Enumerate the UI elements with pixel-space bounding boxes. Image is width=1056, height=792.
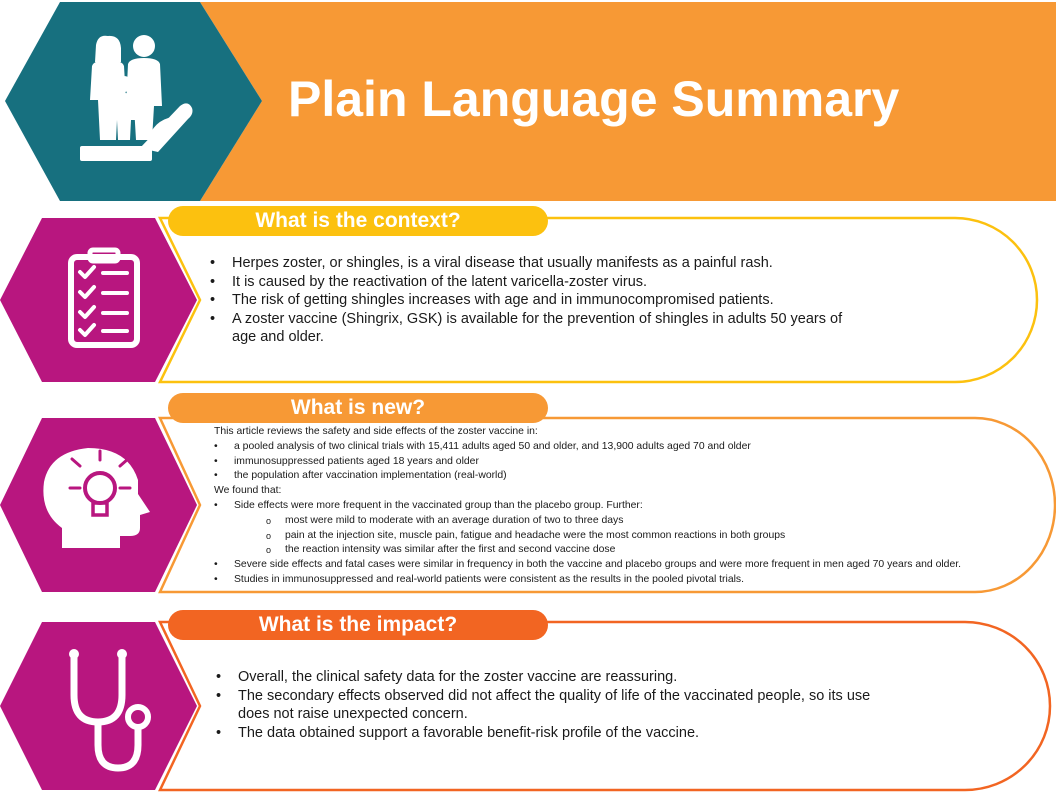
list-item: The risk of getting shingles increases w…: [210, 291, 870, 310]
list-item: most were mild to moderate with an avera…: [214, 514, 1044, 529]
sub-findings-list: most were mild to moderate with an avera…: [214, 514, 1044, 558]
context-list: Herpes zoster, or shingles, is a viral d…: [210, 254, 870, 347]
new-heading: What is new?: [168, 393, 548, 423]
stethoscope-icon: [69, 649, 151, 772]
list-item: The secondary effects observed did not a…: [216, 687, 881, 724]
list-item: Herpes zoster, or shingles, is a viral d…: [210, 254, 870, 273]
list-item: Severe side effects and fatal cases were…: [214, 558, 1044, 573]
list-item: immunosuppressed patients aged 18 years …: [214, 455, 1044, 470]
list-item: A zoster vaccine (Shingrix, GSK) is avai…: [210, 310, 870, 347]
list-item: the population after vaccination impleme…: [214, 469, 1044, 484]
new-text: This article reviews the safety and side…: [214, 425, 1044, 588]
head-lightbulb-icon: [43, 448, 150, 548]
intro-text: This article reviews the safety and side…: [214, 426, 538, 437]
findings-list: Side effects were more frequent in the v…: [214, 499, 1044, 514]
list-item: Side effects were more frequent in the v…: [214, 499, 1044, 514]
list-item: pain at the injection site, muscle pain,…: [214, 529, 1044, 544]
list-item: Overall, the clinical safety data for th…: [216, 668, 881, 687]
context-heading: What is the context?: [168, 206, 548, 236]
list-item: Studies in immunosuppressed and real-wor…: [214, 573, 1044, 588]
findings-list-continued: Severe side effects and fatal cases were…: [214, 558, 1044, 588]
list-item: It is caused by the reactivation of the …: [210, 273, 870, 292]
population-list: a pooled analysis of two clinical trials…: [214, 440, 1044, 484]
found-text: We found that:: [214, 485, 282, 497]
list-item: the reaction intensity was similar after…: [214, 543, 1044, 558]
header-banner: [5, 2, 1056, 201]
list-item: a pooled analysis of two clinical trials…: [214, 440, 1044, 455]
family-care-icon: [80, 35, 193, 161]
list-item: The data obtained support a favorable be…: [216, 724, 881, 743]
checklist-icon: [68, 247, 140, 348]
page-title: Plain Language Summary: [288, 71, 900, 127]
impact-heading: What is the impact?: [168, 610, 548, 640]
impact-list: Overall, the clinical safety data for th…: [216, 668, 881, 742]
